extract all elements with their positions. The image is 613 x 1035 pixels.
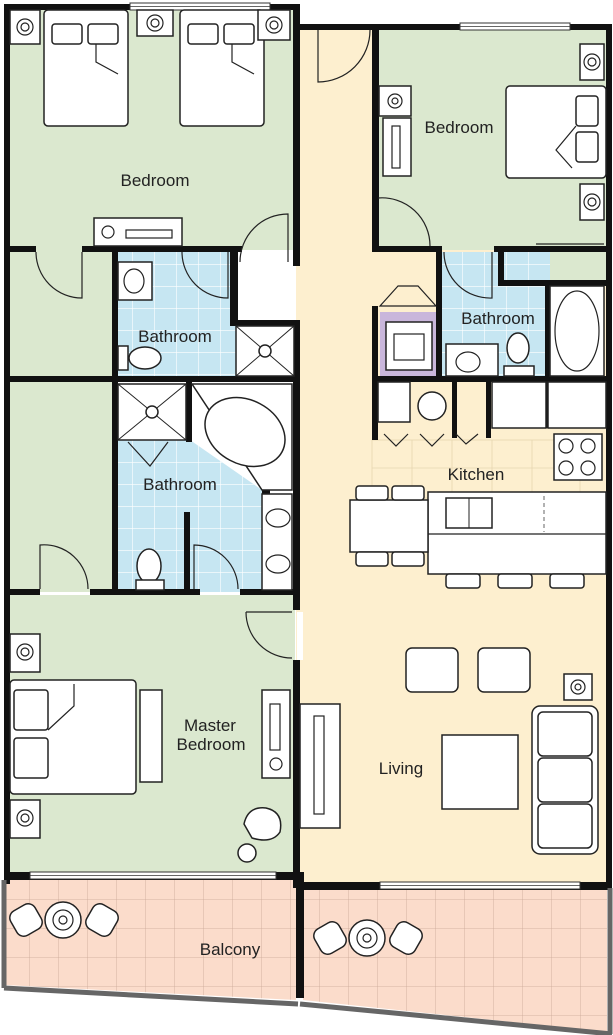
label-kitchen: Kitchen <box>448 465 505 484</box>
doors <box>35 29 604 660</box>
label-master-bedroom-line1: Master <box>184 716 236 735</box>
label-bathroom-2: Bathroom <box>461 309 535 328</box>
closet-1-fill <box>8 250 113 380</box>
windows <box>29 2 581 890</box>
label-bathroom-1: Bathroom <box>138 327 212 346</box>
label-bedroom-1: Bedroom <box>121 171 190 190</box>
kitchen-fixtures <box>349 381 607 589</box>
bedroom-1-furniture <box>9 9 291 247</box>
living-furniture <box>299 647 599 855</box>
label-bathroom-3: Bathroom <box>143 475 217 494</box>
bathroom-1-fixtures <box>117 261 295 377</box>
master-bedroom-furniture <box>9 633 291 863</box>
bathroom-2-fixtures <box>445 285 605 377</box>
label-master-bedroom-line2: Bedroom <box>177 735 246 754</box>
balcony-railing <box>1 880 613 1035</box>
bedroom-2-furniture <box>378 43 607 221</box>
closet-2-fill <box>8 382 113 592</box>
label-bedroom-2: Bedroom <box>425 118 494 137</box>
label-living: Living <box>379 759 423 778</box>
label-balcony: Balcony <box>200 940 261 959</box>
balcony-furniture <box>9 901 423 957</box>
bathroom-3-fixtures <box>117 383 293 591</box>
room-labels: Bedroom Bedroom Bathroom Bathroom Bathro… <box>121 118 535 959</box>
laundry-fixtures <box>385 321 433 371</box>
